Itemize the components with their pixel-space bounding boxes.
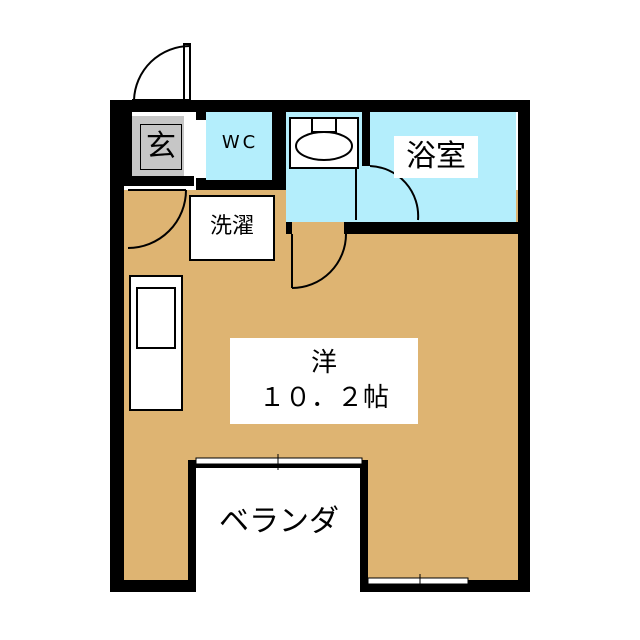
- bathroom-door: [355, 165, 420, 222]
- laundry-label: 洗濯: [198, 206, 266, 248]
- toilet-door-opening: [196, 120, 206, 178]
- main-room-label: 洋 １０．２帖: [230, 338, 418, 424]
- entry-room-door: [124, 186, 187, 249]
- veranda-window-bottom: [367, 574, 469, 590]
- washbasin: [289, 117, 359, 169]
- main-room-size: １０．２帖: [258, 383, 389, 413]
- veranda-window-top: [195, 454, 363, 470]
- entrance-door: [132, 43, 191, 103]
- main-room-name: 洋: [310, 347, 337, 378]
- toilet-label: WC: [212, 128, 268, 158]
- kitchen-counter: [129, 275, 183, 411]
- entrance-label: 玄: [140, 124, 182, 170]
- bathroom-label: 浴室: [394, 136, 478, 178]
- veranda-label: ベランダ: [202, 496, 356, 548]
- outer-walls: [110, 100, 530, 592]
- washroom-door: [291, 222, 347, 289]
